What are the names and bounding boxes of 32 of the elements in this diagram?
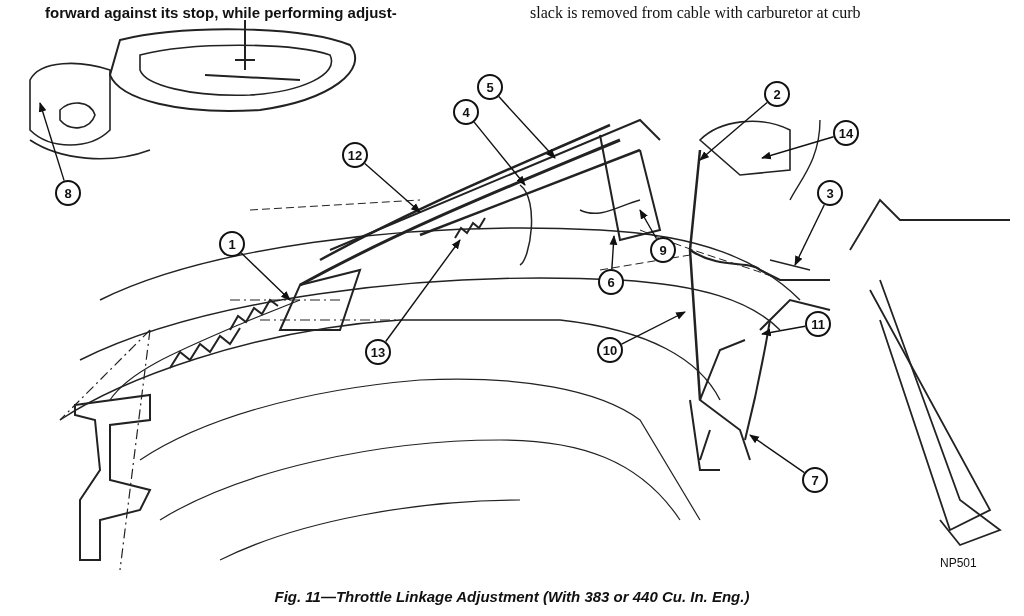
figure-code: NP501 <box>940 556 977 570</box>
leader-line <box>699 101 768 161</box>
callout-number: 12 <box>342 142 368 168</box>
leader-line <box>385 239 461 343</box>
callout-number: 5 <box>477 74 503 100</box>
leader-line <box>761 325 806 337</box>
figure-caption: Fig. 11—Throttle Linkage Adjustment (With 383 or 440 Cu. In. Eng.) <box>273 588 751 605</box>
leader-line <box>609 235 618 270</box>
callout-number: 3 <box>817 180 843 206</box>
leader-line <box>761 136 835 160</box>
callout-number: 14 <box>833 120 859 146</box>
leader-line <box>794 204 826 266</box>
leader-line <box>364 162 421 213</box>
text-line: slack is removed from cable with carburetor at curb <box>530 4 861 22</box>
callout-number: 4 <box>453 99 479 125</box>
callout-number: 1 <box>219 231 245 257</box>
callout-number: 7 <box>802 467 828 493</box>
callout-number: 8 <box>55 180 81 206</box>
leader-line <box>639 209 658 240</box>
callout-number: 13 <box>365 339 391 365</box>
leader-line <box>498 95 556 159</box>
callout-number: 6 <box>598 269 624 295</box>
callout-number: 11 <box>805 311 831 337</box>
leader-line <box>240 252 291 301</box>
text-line: forward against its stop, while performing adjust- <box>45 4 397 21</box>
leader-line <box>38 102 65 182</box>
leader-line <box>620 311 686 345</box>
callout-number: 10 <box>597 337 623 363</box>
callout-number: 2 <box>764 81 790 107</box>
leader-line <box>473 121 526 186</box>
callout-number: 9 <box>650 237 676 263</box>
leader-line <box>749 434 805 474</box>
